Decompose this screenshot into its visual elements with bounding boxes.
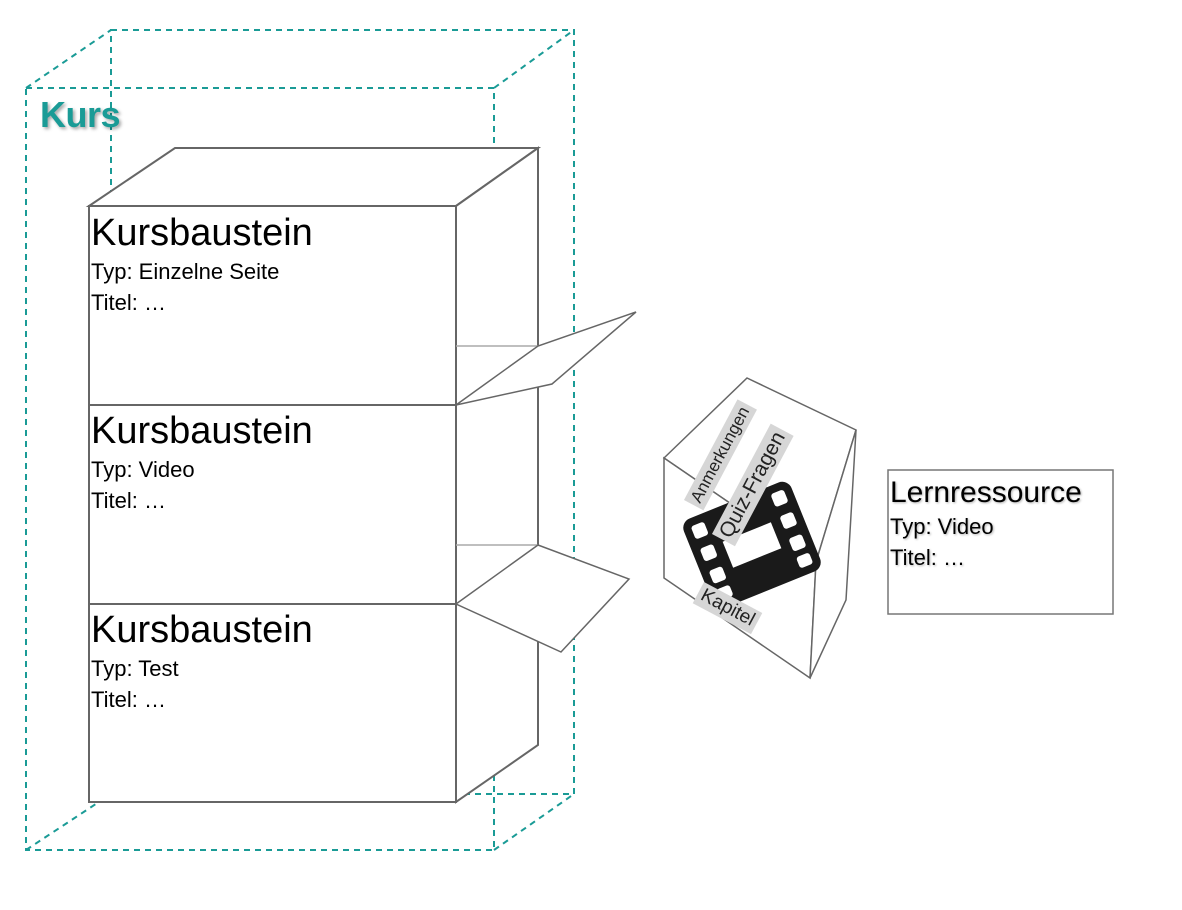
resource-title: Lernressource <box>890 476 1082 509</box>
block-2-face <box>88 404 457 605</box>
resource-title-line: Titel: … <box>890 545 965 570</box>
video-cube-side <box>809 429 857 679</box>
course-title: Kurs <box>40 94 121 135</box>
block-2-title-line: Titel: … <box>91 488 166 513</box>
open-flaps <box>454 311 637 653</box>
block-1-type: Typ: Einzelne Seite <box>91 259 280 284</box>
block-1-title-line: Titel: … <box>91 290 166 315</box>
block-1-title: Kursbaustein <box>91 212 313 254</box>
block-2-title: Kursbaustein <box>91 410 313 452</box>
flap-upper <box>455 311 637 406</box>
block-3-title: Kursbaustein <box>91 609 313 651</box>
flap-lower <box>454 544 631 653</box>
block-2-type: Typ: Video <box>91 457 195 482</box>
block-3-face <box>88 603 457 803</box>
resource-type: Typ: Video <box>890 514 994 539</box>
film-strip-icon <box>683 481 821 609</box>
block-3-type: Typ: Test <box>91 656 179 681</box>
resource-card <box>887 469 1114 615</box>
block-3-title-line: Titel: … <box>91 687 166 712</box>
stack-side-face <box>455 146 539 804</box>
block-stack <box>85 146 542 804</box>
